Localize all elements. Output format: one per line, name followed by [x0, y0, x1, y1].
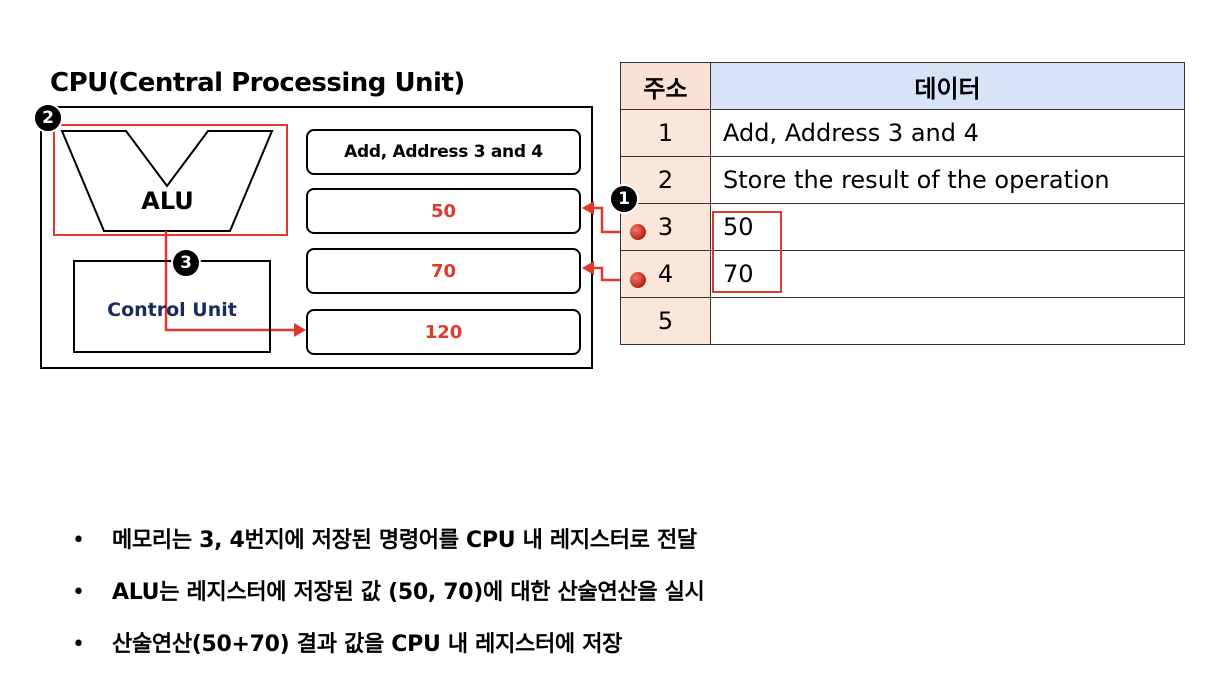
memory-address-4-marker: [630, 272, 646, 288]
address-cell: 1: [620, 109, 711, 157]
memory3-to-register-arrow: [592, 206, 632, 234]
memory4-to-register-arrowhead: [582, 261, 594, 275]
explanation-list: • 메모리는 3, 4번지에 저장된 명령어를 CPU 내 레지스터로 전달 • A…: [72, 515, 705, 671]
list-item: • 산술연산(50+70) 결과 값을 CPU 내 레지스터에 저장: [72, 619, 705, 671]
control-unit-label: Control Unit: [107, 298, 237, 321]
list-item-text: ALU는 레지스터에 저장된 값 (50, 70)에 대한 산술연산을 실시: [112, 580, 705, 605]
table-row: 3 50: [620, 203, 1185, 251]
data-cell: 70: [710, 250, 1185, 298]
data-cell: [710, 297, 1185, 345]
step-badge-2: 2: [33, 103, 63, 133]
list-item: • 메모리는 3, 4번지에 저장된 명령어를 CPU 내 레지스터로 전달: [72, 515, 705, 567]
register-instruction: Add, Address 3 and 4: [306, 129, 581, 175]
memory4-to-register-arrow: [592, 266, 632, 282]
list-item-text: 산술연산(50+70) 결과 값을 CPU 내 레지스터에 저장: [112, 632, 623, 657]
register-result-120: 120: [306, 309, 581, 355]
alu-to-register-arrowhead: [294, 323, 306, 337]
cpu-frame: [40, 106, 593, 369]
memory-table: 주소 데이터 1 Add, Address 3 and 4 2 Store th…: [620, 62, 1185, 345]
data-cell: Store the result of the operation: [710, 156, 1185, 204]
bullet-marker: •: [72, 632, 85, 657]
register-value-70: 70: [306, 248, 581, 294]
data-column-header: 데이터: [710, 62, 1185, 110]
table-row: 1 Add, Address 3 and 4: [620, 109, 1185, 157]
step-badge-3: 3: [171, 248, 201, 278]
alu-to-register-arrow: [164, 231, 296, 332]
alu-trapezoid: [60, 130, 274, 232]
register-value-50: 50: [306, 188, 581, 234]
cpu-title: CPU(Central Processing Unit): [50, 68, 465, 98]
address-column-header: 주소: [620, 62, 711, 110]
data-highlight-box: [712, 211, 782, 293]
list-item: • ALU는 레지스터에 저장된 값 (50, 70)에 대한 산술연산을 실시: [72, 567, 705, 619]
address-cell: 5: [620, 297, 711, 345]
data-cell: 50: [710, 203, 1185, 251]
list-item-text: 메모리는 3, 4번지에 저장된 명령어를 CPU 내 레지스터로 전달: [112, 528, 697, 553]
bullet-marker: •: [72, 528, 85, 553]
table-row: 2 Store the result of the operation: [620, 156, 1185, 204]
memory-table-header: 주소 데이터: [620, 62, 1185, 110]
data-cell: Add, Address 3 and 4: [710, 109, 1185, 157]
table-row: 4 70: [620, 250, 1185, 298]
bullet-marker: •: [72, 580, 85, 605]
table-row: 5: [620, 297, 1185, 345]
alu-highlight-box: [53, 124, 288, 236]
memory3-to-register-arrowhead: [582, 201, 594, 215]
control-unit: Control Unit: [73, 260, 271, 353]
step-badge-1: 1: [609, 184, 639, 214]
memory-address-3-marker: [630, 224, 646, 240]
alu-label: ALU: [141, 187, 194, 215]
